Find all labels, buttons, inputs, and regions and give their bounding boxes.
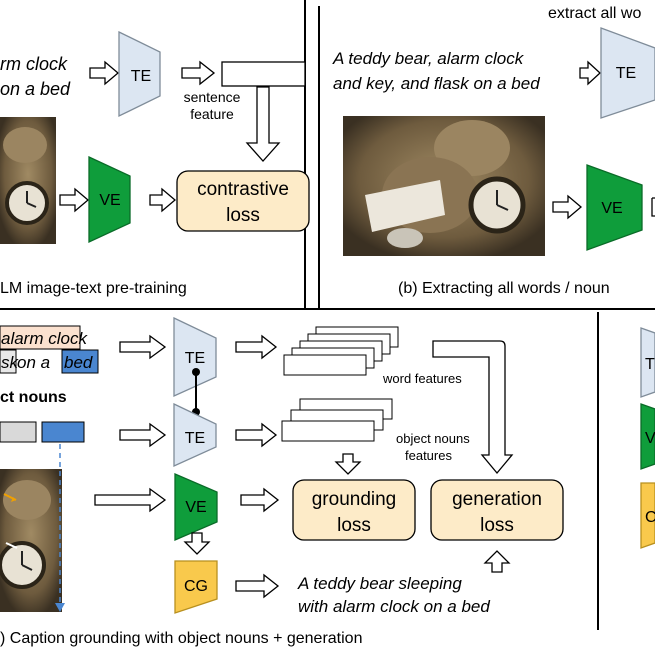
highlight-alarm-clock: [0, 325, 81, 350]
text-encoder-label: TE: [131, 68, 151, 85]
arrow-ve-to-grounding: [240, 487, 280, 513]
grounding-loss-label-2: loss: [337, 515, 371, 536]
word-features-label: word features: [382, 371, 462, 386]
arrow-nouns-to-te2: [119, 422, 167, 448]
panel-a-caption-line1: rm clock: [0, 54, 68, 74]
arrow-words-to-generation: [432, 340, 514, 475]
object-nouns-features-label-1: object nouns: [396, 431, 470, 446]
panel-b: extract all wo A teddy bear, alarm clock…: [332, 5, 655, 297]
object-noun-features-stack: [281, 398, 393, 442]
generated-caption-line1: A teddy bear sleeping: [297, 574, 462, 593]
arrow-b-caption-to-te: [579, 60, 601, 86]
arrow-te2-to-nouns: [235, 422, 278, 448]
sentence-feature-label-1: sentence: [184, 89, 241, 105]
arrow-caption-to-generation: [483, 550, 511, 573]
contrastive-loss-label-1: contrastive: [197, 179, 289, 200]
contrastive-loss-box: [176, 170, 310, 232]
panel-c-caption-middle: on a: [17, 353, 50, 372]
text-encoder-d: [640, 327, 655, 398]
word-features-stack: [283, 326, 399, 376]
arrow-image-to-ve-c: [94, 487, 167, 513]
text-encoder-b-label: TE: [616, 65, 636, 82]
panel-b-caption-line2: and key, and flask on a bed: [333, 74, 540, 93]
generated-caption-line2: with alarm clock on a bed: [298, 597, 490, 616]
caption-generator: [174, 560, 218, 614]
vision-encoder-c: [174, 473, 218, 541]
grounding-loss-box: [292, 479, 416, 541]
text-encoder-b: [600, 27, 655, 119]
text-encoder: [118, 30, 161, 118]
object-nouns-features-label-2: features: [405, 448, 452, 463]
sentence-feature-label-2: feature: [190, 106, 234, 122]
contrastive-loss-label-2: loss: [226, 205, 260, 226]
panel-a-caption-line2: on a bed: [0, 79, 71, 99]
arrow-te-to-feature: [181, 60, 216, 86]
vision-encoder-b-label: VE: [601, 200, 622, 217]
sentence-feature-box: [221, 61, 306, 87]
arrow-ve-to-loss: [149, 187, 177, 213]
teddy-photo-c: [0, 444, 65, 612]
generation-loss-label-1: generation: [452, 489, 542, 510]
panel-a: rm clock on a bed TE sentence feature VE…: [0, 30, 310, 297]
panel-c: alarm clock sk on a bed ct nouns TE TE w…: [0, 316, 564, 647]
caption-generator-label: CG: [184, 578, 208, 595]
highlight-flask: [0, 349, 17, 374]
arrow-ve-to-cg: [183, 532, 211, 555]
arrow-b-image-to-ve: [552, 194, 583, 220]
panel-c-caption-line1: alarm clock: [1, 329, 88, 348]
panel-b-header: extract all wo: [548, 5, 641, 22]
panel-a-title: LM image-text pre-training: [0, 280, 187, 297]
caption-generator-d-label: C: [645, 509, 655, 526]
arrow-cg-to-caption: [235, 573, 280, 599]
teddy-photo-a: [0, 117, 56, 244]
panel-c-caption-flask: sk: [1, 353, 20, 372]
panel-d: T V C: [640, 327, 655, 549]
generation-loss-box: [430, 479, 564, 541]
panel-c-caption-bed: bed: [64, 353, 93, 372]
text-encoder-2-label: TE: [185, 430, 205, 447]
arrow-caption-to-te: [89, 60, 120, 86]
noun-token-blue: [41, 421, 85, 443]
teddy-photo-b: [343, 116, 545, 256]
panel-b-caption-line1: A teddy bear, alarm clock: [332, 49, 525, 68]
vision-encoder-c-label: VE: [185, 499, 206, 516]
vision-encoder-d-label: V: [645, 430, 655, 447]
arrow-image-to-ve: [59, 187, 90, 213]
vision-encoder: [88, 155, 131, 244]
text-encoder-d-label: T: [645, 356, 655, 373]
arrow-feature-to-loss: [245, 86, 281, 162]
vision-encoder-label: VE: [99, 192, 120, 209]
vision-encoder-b: [586, 164, 643, 251]
text-encoder-2: [173, 402, 217, 468]
object-nouns-label: ct nouns: [0, 389, 67, 406]
text-encoder-1: [173, 316, 217, 398]
arrow-caption-to-te1: [119, 334, 167, 360]
generation-loss-label-2: loss: [480, 515, 514, 536]
arrow-nouns-to-grounding: [334, 453, 362, 475]
shared-weights-dot-top: [192, 368, 200, 376]
text-encoder-1-label: TE: [185, 350, 205, 367]
arrow-te1-to-words: [235, 334, 278, 360]
panel-b-title: (b) Extracting all words / noun: [398, 280, 610, 297]
caption-generator-d: [640, 482, 655, 549]
grounding-loss-label-1: grounding: [312, 489, 397, 510]
panel-c-title: ) Caption grounding with object nouns + …: [0, 630, 362, 647]
highlight-bed: [61, 349, 99, 374]
noun-token-gray: [0, 421, 37, 443]
vision-encoder-d: [640, 403, 655, 470]
